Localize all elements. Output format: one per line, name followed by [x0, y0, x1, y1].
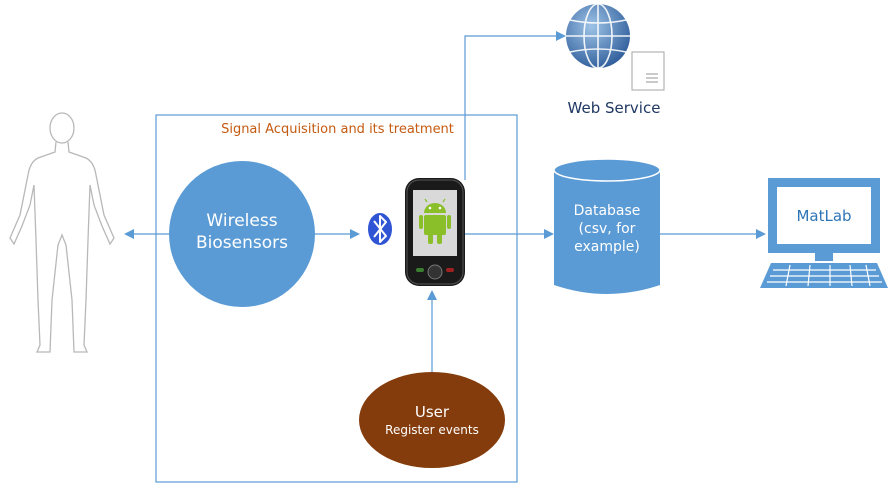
- phone-webservice-connector: [464, 31, 566, 180]
- user-title: User: [414, 403, 450, 421]
- sensors-label-line2: Biosensors: [196, 233, 288, 254]
- database-label-line3: example): [574, 239, 640, 256]
- bluetooth-icon: [368, 213, 392, 245]
- database-label-line2: (csv, for: [578, 221, 636, 238]
- user-label: User Register events: [370, 403, 494, 438]
- group-title: Signal Acquisition and its treatment: [221, 122, 454, 137]
- sensors-node: [169, 161, 315, 307]
- acquisition-group-box: [155, 114, 518, 483]
- android-phone-icon: [405, 178, 465, 286]
- sensors-label: Wireless Biosensors: [178, 210, 306, 254]
- matlab-label: MatLab: [796, 207, 852, 225]
- user-subtitle: Register events: [385, 422, 479, 437]
- human-body-icon: [9, 112, 115, 353]
- user-node: [359, 372, 505, 468]
- sensors-label-line1: Wireless: [206, 211, 278, 231]
- database-label-line1: Database: [573, 203, 641, 219]
- database-icon: [553, 158, 661, 294]
- web-service-label: Web Service: [567, 99, 661, 117]
- database-label: Database (csv, for example): [558, 202, 656, 257]
- computer-icon: [760, 178, 888, 288]
- globe-server-icon: [566, 3, 665, 91]
